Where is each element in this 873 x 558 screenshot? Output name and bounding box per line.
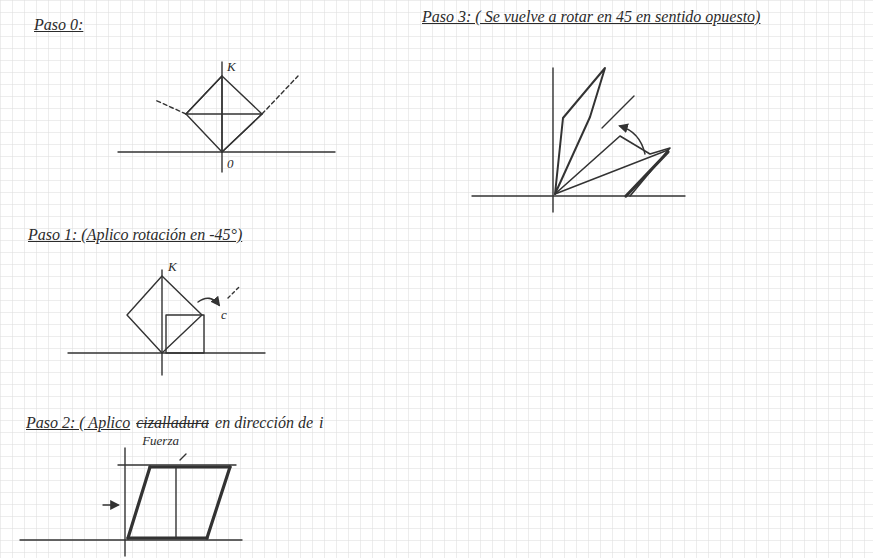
annotation-label: K <box>227 58 236 76</box>
step-heading: Paso 2: ( Aplico <box>26 414 130 432</box>
step1-figure <box>68 270 265 375</box>
annotation-label: i⃗ <box>319 414 336 432</box>
step-heading: Paso 1: (Aplico rotación en -45°) <box>28 226 242 244</box>
step3-figure <box>472 68 685 212</box>
step-heading: Paso 0: <box>34 16 83 34</box>
annotation-label: c <box>221 306 227 324</box>
annotation-label: 0 <box>227 155 234 173</box>
step2-figure <box>20 448 242 556</box>
annotation-label: en dirección de <box>215 414 313 432</box>
annotation-label: Fuerza <box>142 432 179 450</box>
annotation-label: cizalladura <box>136 414 209 432</box>
step-heading: Paso 3: ( Se vuelve a rotar en 45 en sen… <box>422 8 760 26</box>
step0-figure <box>118 62 335 172</box>
annotation-label: K <box>168 258 177 276</box>
